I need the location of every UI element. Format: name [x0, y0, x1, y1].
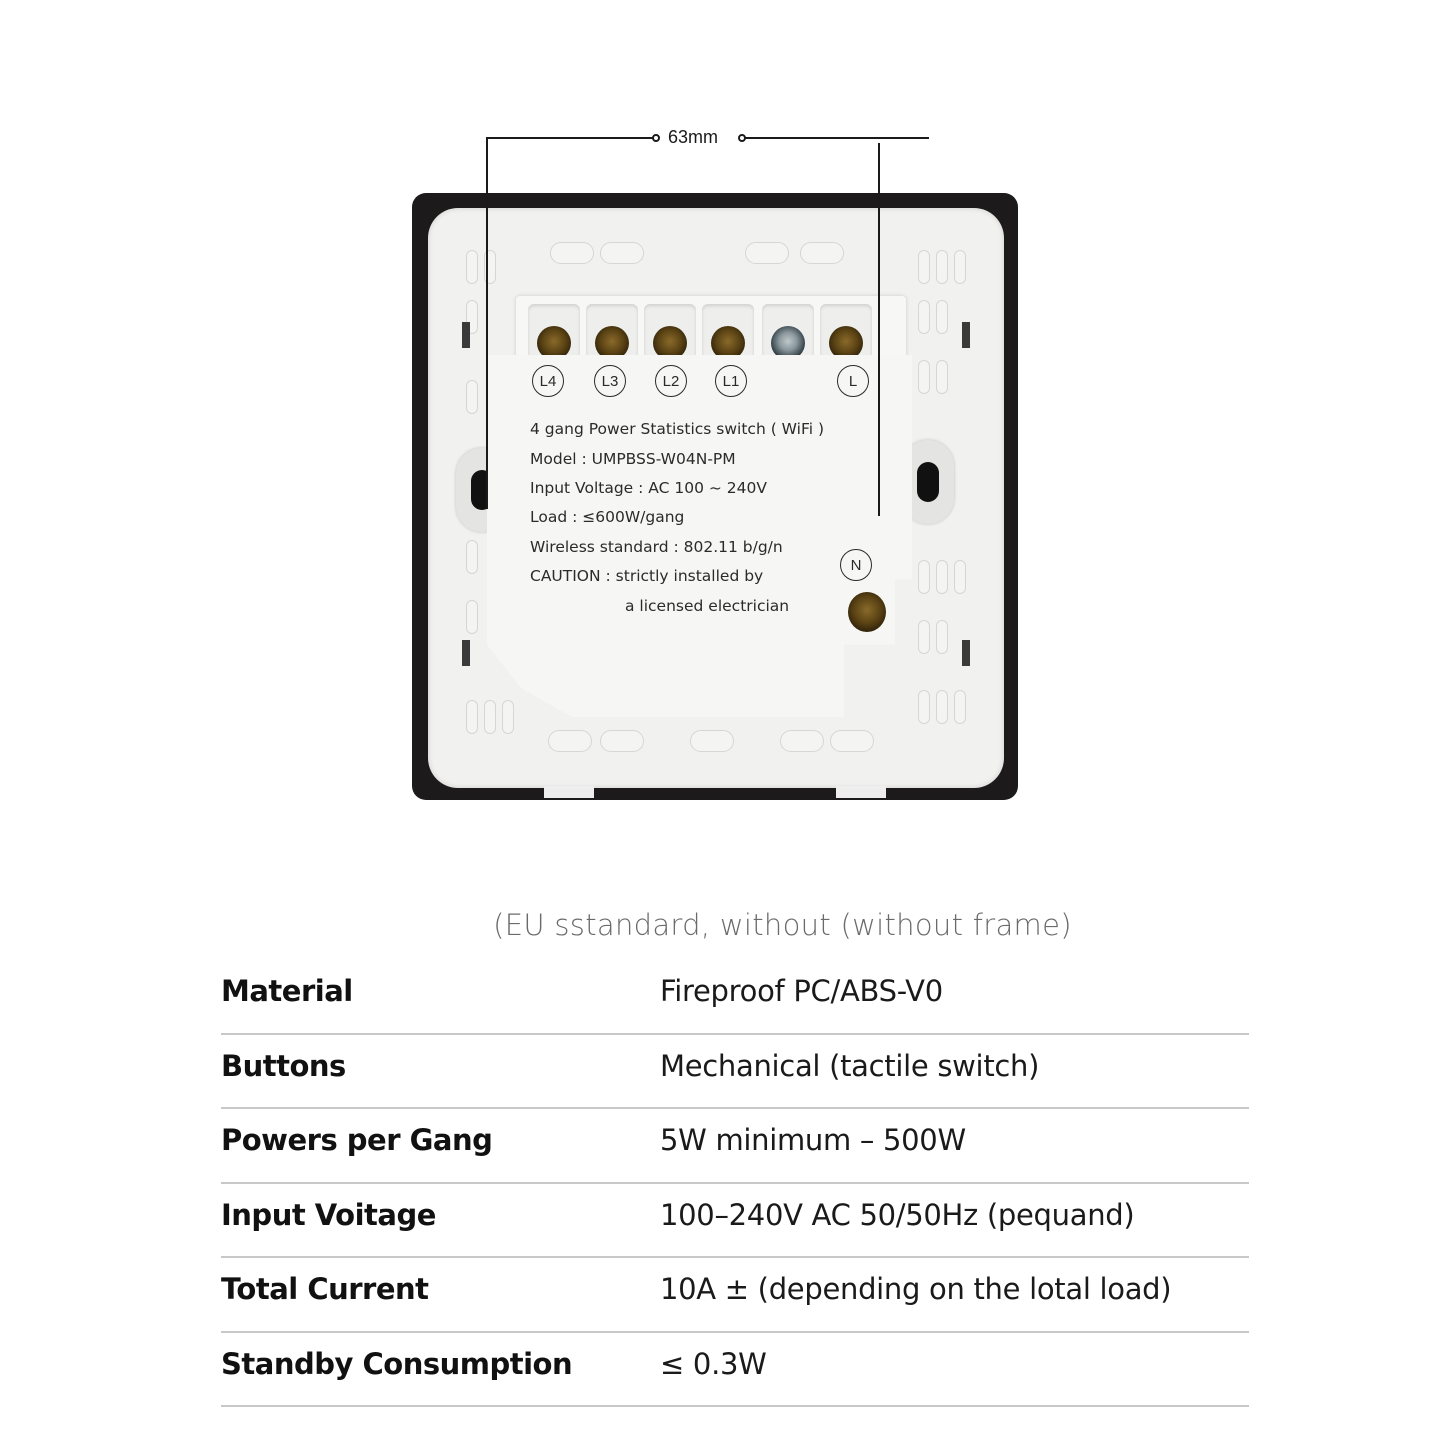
- label-caution-cont: a licensed electrician: [625, 597, 790, 615]
- screw-icon: [595, 326, 629, 360]
- caption: (EU sstandard, without (without frame): [0, 908, 1445, 942]
- label-wireless: Wireless standard : 802.11 b/g/n: [530, 538, 783, 556]
- vent-slot: [600, 242, 644, 264]
- vent-slot: [954, 250, 966, 284]
- spec-value: ≤ 0.3W: [660, 1346, 767, 1381]
- label-input-voltage: Input Voltage : AC 100 ~ 240V: [530, 479, 767, 497]
- spec-key: Total Current: [221, 1272, 429, 1306]
- vent-slot: [466, 250, 478, 284]
- terminal-unused: [762, 304, 814, 362]
- spec-key: Powers per Gang: [221, 1123, 493, 1157]
- vent-slot: [800, 242, 844, 264]
- vent-slot: [502, 700, 514, 734]
- terminal-block: [516, 296, 906, 366]
- dimension-label: 63mm: [668, 127, 719, 147]
- terminal-l: [820, 304, 872, 362]
- terminal-badge-l2: L2: [655, 365, 687, 397]
- spec-value: 10A ± (depending on the lotal load): [660, 1272, 1172, 1306]
- screw-icon: [537, 326, 571, 360]
- spec-key: Input Voitage: [221, 1197, 436, 1232]
- vent-slot: [936, 250, 948, 284]
- product-label-card: [487, 355, 912, 717]
- vent-slot: [936, 620, 948, 654]
- terminal-badge-l3: L3: [594, 365, 626, 397]
- vent-slot: [780, 730, 824, 752]
- vent-slot: [954, 560, 966, 594]
- spec-row: Material Fireproof PC/ABS-V0: [221, 960, 1249, 1035]
- spec-value: 100–240V AC 50/50Hz (pequand): [660, 1197, 1135, 1232]
- terminal-badge-l: L: [837, 365, 869, 397]
- screw-icon: [829, 326, 863, 360]
- vent-slot: [830, 730, 874, 752]
- spec-row: Total Current 10A ± (depending on the lo…: [221, 1258, 1249, 1333]
- terminal-l1: [702, 304, 754, 362]
- vent-slot: [918, 250, 930, 284]
- dimension-line-right: [745, 137, 929, 139]
- vent-slot: [600, 730, 644, 752]
- spec-key: Buttons: [221, 1048, 346, 1083]
- dimension-endpoint-icon: [738, 134, 746, 142]
- vent-slot: [918, 560, 930, 594]
- terminal-badge-n: N: [840, 549, 872, 581]
- clip-slot: [962, 322, 970, 348]
- screw-icon: [653, 326, 687, 360]
- spec-row: Buttons Mechanical (tactile switch): [221, 1035, 1249, 1109]
- vent-slot: [484, 700, 496, 734]
- vent-slot: [745, 242, 789, 264]
- screw-icon: [711, 326, 745, 360]
- vent-slot: [936, 560, 948, 594]
- vent-slot: [466, 540, 478, 574]
- label-model: Model : UMPBSS-W04N-PM: [530, 450, 736, 468]
- terminal-l4: [528, 304, 580, 362]
- spec-value: 5W minimum – 500W: [660, 1123, 966, 1157]
- label-load: Load : ≤600W/gang: [530, 508, 685, 526]
- vent-slot: [918, 360, 930, 394]
- spec-row: Input Voitage 100–240V AC 50/50Hz (pequa…: [221, 1184, 1249, 1258]
- vent-slot: [548, 730, 592, 752]
- vent-slot: [690, 730, 734, 752]
- terminal-l3: [586, 304, 638, 362]
- label-caution: CAUTION : strictly installed by: [530, 567, 764, 585]
- spec-value: Mechanical (tactile switch): [660, 1048, 1040, 1083]
- vent-slot: [918, 620, 930, 654]
- spec-key: Standby Consumption: [221, 1346, 573, 1381]
- vent-slot: [918, 300, 930, 334]
- vent-slot: [936, 690, 948, 724]
- label-title: 4 gang Power Statistics switch ( WiFi ): [530, 420, 825, 438]
- vent-slot: [936, 300, 948, 334]
- caption-text: (EU sstandard, without (without frame): [493, 908, 1072, 942]
- vent-slot: [954, 690, 966, 724]
- spec-table: Material Fireproof PC/ABS-V0 Buttons Mec…: [221, 960, 1249, 1407]
- spec-value: Fireproof PC/ABS-V0: [660, 974, 943, 1008]
- spec-key: Material: [221, 974, 353, 1008]
- dimension-tick-right: [878, 143, 880, 516]
- vent-slot: [466, 380, 478, 414]
- bottom-clip-left: [544, 786, 594, 798]
- vent-slot: [466, 700, 478, 734]
- dimension-endpoint-icon: [652, 134, 660, 142]
- vent-slot: [918, 690, 930, 724]
- vent-slot: [466, 600, 478, 634]
- terminal-badge-l4: L4: [532, 365, 564, 397]
- screw-icon: [771, 326, 805, 360]
- bottom-clip-right: [836, 786, 886, 798]
- spec-row: Powers per Gang 5W minimum – 500W: [221, 1109, 1249, 1184]
- clip-slot: [462, 640, 470, 666]
- neutral-screw-icon: [848, 592, 886, 632]
- vent-slot: [550, 242, 594, 264]
- clip-slot: [462, 322, 470, 348]
- dimension-line-left: [487, 137, 655, 139]
- clip-slot: [962, 640, 970, 666]
- vent-slot: [936, 360, 948, 394]
- terminal-badge-l1: L1: [715, 365, 747, 397]
- dimension-tick-left: [486, 137, 488, 509]
- spec-row: Standby Consumption ≤ 0.3W: [221, 1333, 1249, 1407]
- terminal-l2: [644, 304, 696, 362]
